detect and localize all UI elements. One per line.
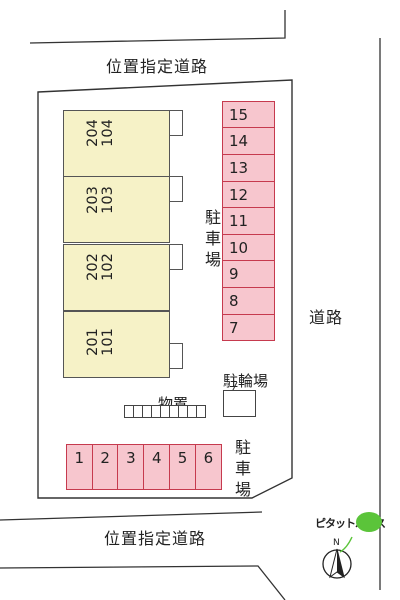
parking-slot: 2: [91, 444, 119, 490]
bottom-parking-label: 駐 車 場: [234, 437, 252, 500]
unit-lower-number: 102: [100, 253, 116, 281]
unit-upper-number: 202: [85, 253, 101, 281]
right-road-label: 道路: [309, 308, 344, 327]
label-char: 車: [234, 459, 251, 478]
brand-logo-dot: [356, 512, 382, 532]
top-road-label: 位置指定道路: [106, 57, 209, 76]
compass-north-label: N: [333, 538, 340, 548]
unit-number-label: 202 102: [85, 250, 132, 284]
unit-upper-number: 204: [85, 119, 101, 147]
unit-number-label: 201 101: [85, 325, 132, 359]
parking-slot: 12: [222, 180, 275, 209]
parking-slot: 9: [222, 260, 275, 289]
bottom-road-label: 位置指定道路: [104, 529, 207, 548]
parking-slot: 13: [222, 154, 275, 182]
right-parking-label: 駐 車 場: [204, 207, 222, 270]
unit-block-203-103: [63, 176, 170, 243]
unit-number-label: 204 104: [85, 116, 132, 150]
label-char: 駐: [204, 208, 221, 227]
unit-number-label: 203 103: [85, 183, 132, 217]
top-road-edge: [29, 10, 286, 44]
unit-lower-number: 103: [100, 186, 116, 214]
parking-slot: 15: [222, 100, 275, 129]
unit-upper-number: 201: [85, 328, 101, 356]
compass-icon: [322, 536, 353, 579]
unit-upper-number: 203: [85, 186, 101, 214]
bottom-road-edge-upper: [0, 511, 263, 521]
parking-slot: 11: [222, 207, 275, 236]
unit-lower-number: 104: [100, 119, 116, 147]
label-char: 車: [204, 229, 221, 248]
balcony: [170, 343, 183, 369]
bottom-road-edge-lower: [0, 565, 286, 600]
label-char: 駐: [234, 438, 251, 457]
bike-parking-shed: [223, 390, 256, 417]
unit-block-201-101: [63, 311, 170, 378]
bike-parking-label: 駐輪場: [223, 372, 269, 390]
lot-outline: [37, 79, 293, 499]
bottom-parking-area: 1 2 3 4 5 6: [65, 444, 222, 490]
parking-slot: 4: [143, 444, 171, 490]
parking-slot: 1: [65, 444, 93, 490]
parking-slot: 7: [222, 313, 275, 342]
parking-slot: 5: [169, 444, 197, 490]
label-char: 場: [204, 250, 221, 269]
unit-lower-number: 101: [100, 328, 116, 356]
parking-slot: 6: [194, 444, 222, 490]
parking-slot: 10: [222, 233, 275, 262]
right-parking-area: 15 14 13 12 11 10 9 8 7: [222, 100, 275, 342]
balcony: [170, 110, 183, 136]
unit-block-202-102: [63, 244, 170, 311]
parking-slot: 8: [222, 287, 275, 315]
balcony: [170, 176, 183, 202]
parking-slot: 3: [117, 444, 145, 490]
label-char: 場: [234, 480, 251, 499]
storage-units: [124, 405, 206, 418]
balcony: [170, 244, 183, 270]
parking-slot: 14: [222, 127, 275, 156]
